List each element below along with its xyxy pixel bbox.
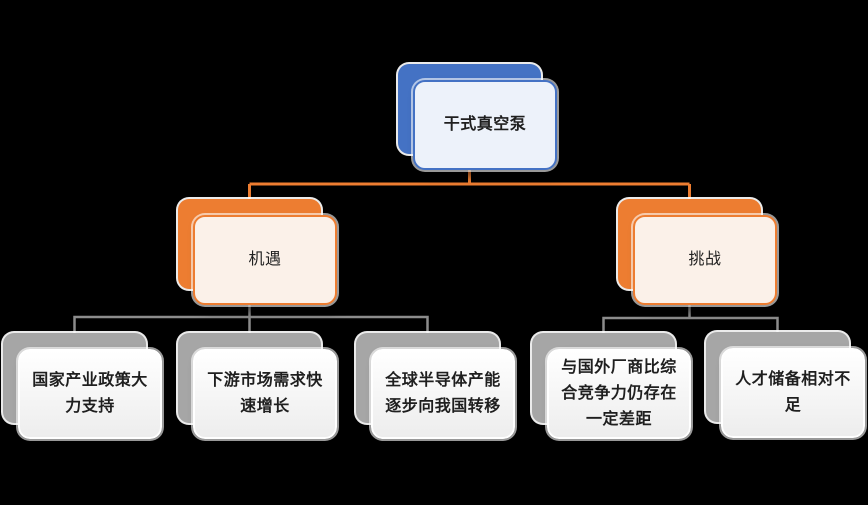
node-card: 国家产业政策大力支持 <box>18 349 162 439</box>
node-label: 人才储备相对不足 <box>735 371 851 414</box>
node-talent-shortage: 人才储备相对不足 <box>706 332 866 440</box>
node-dry-vacuum-pump: 干式真空泵 <box>398 64 558 172</box>
node-downstream-demand: 下游市场需求快速增长 <box>178 333 338 441</box>
node-label: 与国外厂商比综合竞争力仍存在一定差距 <box>561 359 677 428</box>
node-label: 机遇 <box>248 251 282 268</box>
node-card: 机遇 <box>193 215 337 305</box>
node-label: 国家产业政策大力支持 <box>32 372 148 415</box>
node-semiconductor-capacity-shift: 全球半导体产能逐步向我国转移 <box>356 333 516 441</box>
node-label: 挑战 <box>688 251 722 268</box>
node-policy-support: 国家产业政策大力支持 <box>3 333 163 441</box>
node-label: 干式真空泵 <box>443 116 527 133</box>
node-card: 与国外厂商比综合竞争力仍存在一定差距 <box>547 349 691 439</box>
node-card: 人才储备相对不足 <box>721 348 865 438</box>
node-card: 干式真空泵 <box>413 80 557 170</box>
node-card: 下游市场需求快速增长 <box>193 349 337 439</box>
node-challenge: 挑战 <box>618 199 778 307</box>
node-card: 挑战 <box>633 215 777 305</box>
node-opportunity: 机遇 <box>178 199 338 307</box>
node-card: 全球半导体产能逐步向我国转移 <box>371 349 515 439</box>
node-competitiveness-gap: 与国外厂商比综合竞争力仍存在一定差距 <box>532 333 692 441</box>
node-label: 下游市场需求快速增长 <box>207 372 323 415</box>
node-label: 全球半导体产能逐步向我国转移 <box>385 372 501 415</box>
